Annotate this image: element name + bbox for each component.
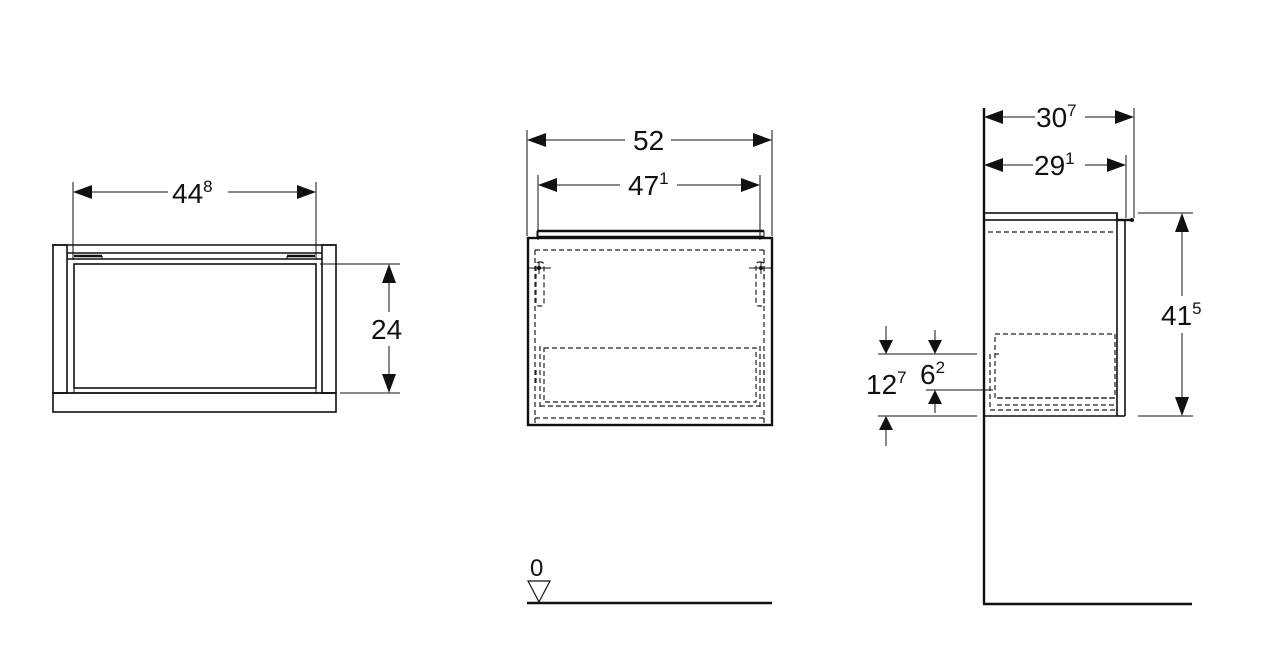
rear-view: 52 471 0 (526, 125, 774, 605)
front-height-dim: 24 (371, 314, 402, 345)
side-drawer-offset-dim: 62 (920, 358, 945, 390)
rear-overall-width-dim: 52 (633, 125, 664, 156)
front-width-dim: 448 (172, 177, 213, 209)
rear-mount-width-dim: 471 (628, 169, 669, 201)
side-height-dim: 415 (1161, 299, 1202, 331)
floor-datum-label: 0 (530, 555, 543, 582)
side-view: 307 291 415 62 127 (866, 101, 1202, 606)
side-overall-depth-dim: 307 (1036, 101, 1077, 133)
side-body-depth-dim: 291 (1034, 149, 1075, 181)
front-view: 448 24 (52, 177, 402, 413)
side-bottom-offset-dim: 127 (866, 368, 907, 400)
